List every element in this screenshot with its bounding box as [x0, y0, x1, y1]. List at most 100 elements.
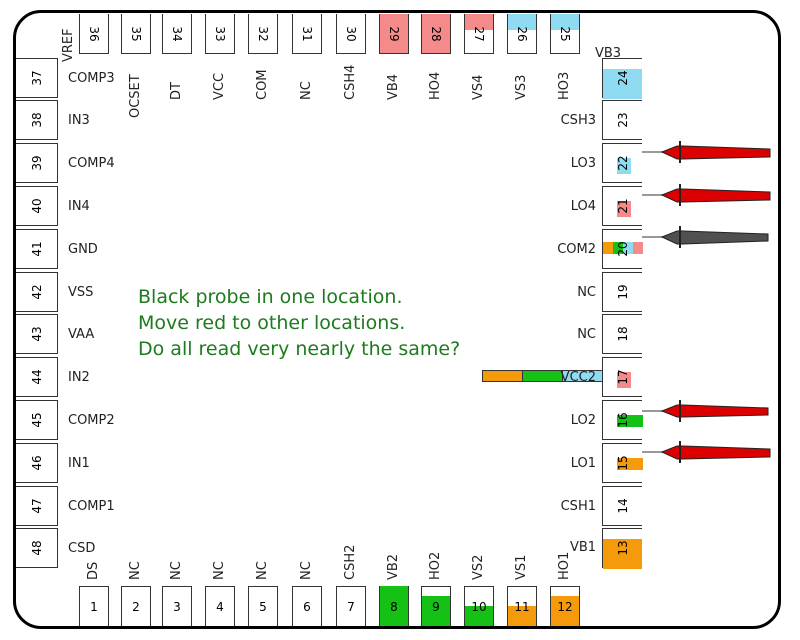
pin-fill-13 — [603, 539, 642, 569]
pin-number: 39 — [29, 155, 44, 171]
pin-label-3: NC — [169, 561, 184, 580]
pin-5[interactable]: 5 — [248, 586, 278, 626]
pin-label-10: VS2 — [471, 554, 486, 580]
instruction-line-2: Move red to other locations. — [138, 312, 406, 334]
pin-label-20: COM2 — [557, 242, 596, 257]
pin-4[interactable]: 4 — [205, 586, 235, 626]
pin-45[interactable]: 45 — [16, 400, 58, 440]
pin-15[interactable]: 15 — [602, 443, 643, 483]
pin-36[interactable]: 36 — [79, 14, 109, 54]
pin-37[interactable]: 37 — [16, 58, 58, 98]
pin-25[interactable]: 25 — [550, 14, 580, 54]
pin-19[interactable]: 19 — [602, 272, 642, 312]
pin-fill-20-green — [613, 242, 623, 254]
pin-label-40: IN4 — [68, 199, 90, 214]
pin-label-28: HO4 — [428, 71, 443, 100]
pin-6[interactable]: 6 — [292, 586, 322, 626]
pin-number: 29 — [387, 25, 401, 42]
pin-label-44: IN2 — [68, 370, 90, 385]
pin-number: 14 — [615, 498, 630, 514]
pin-2[interactable]: 2 — [121, 586, 151, 626]
pin-label-32: COM — [255, 69, 270, 100]
pin-fill-25 — [551, 14, 579, 30]
pin-label-43: VAA — [68, 327, 95, 342]
pin-1[interactable]: 1 — [79, 586, 109, 626]
pin-fill-29 — [380, 14, 408, 53]
pin-number: 7 — [347, 599, 355, 614]
pin-number: 27 — [472, 25, 486, 42]
pin-number: 43 — [29, 326, 44, 342]
instruction-line-1: Black probe in one location. — [138, 286, 403, 308]
pin-42[interactable]: 42 — [16, 272, 58, 312]
pin-label-19: NC — [577, 285, 596, 300]
pin-number: 1 — [90, 599, 98, 614]
pin-14[interactable]: 14 — [602, 486, 642, 526]
pin-label-14: CSH1 — [560, 499, 596, 514]
black-probe-com2[interactable] — [660, 226, 769, 248]
red-probe-lo1[interactable] — [660, 441, 771, 463]
pin-35[interactable]: 35 — [121, 14, 151, 54]
pin-16[interactable]: 16 — [602, 400, 643, 440]
pin-17[interactable]: 17 — [602, 357, 642, 397]
pin-12[interactable]: 12 — [550, 586, 580, 626]
pin-number: 3 — [173, 599, 181, 614]
pin-9[interactable]: 9 — [421, 586, 451, 626]
pin-number: 40 — [29, 198, 44, 214]
pin-label-42: VSS — [68, 285, 94, 300]
pin-33[interactable]: 33 — [205, 14, 235, 54]
pin-28[interactable]: 28 — [421, 14, 451, 54]
pin-fill-17 — [617, 372, 631, 388]
pin-34[interactable]: 34 — [162, 14, 192, 54]
pin-fill-20-red — [633, 242, 643, 254]
pin-46[interactable]: 46 — [16, 443, 58, 483]
pin-number: 25 — [558, 25, 572, 42]
red-probe-lo3[interactable] — [660, 141, 771, 163]
pin-27[interactable]: 27 — [464, 14, 494, 54]
pin-31[interactable]: 31 — [292, 14, 322, 54]
pin-13[interactable]: 13 — [602, 528, 642, 569]
pin-41[interactable]: 41 — [16, 229, 58, 269]
pin-44[interactable]: 44 — [16, 357, 58, 397]
pin-10[interactable]: 10 — [464, 586, 494, 626]
pin-11[interactable]: 11 — [507, 586, 537, 626]
pin-number: 17 — [615, 369, 630, 385]
pin-38[interactable]: 38 — [16, 100, 58, 140]
pin-26[interactable]: 26 — [507, 14, 537, 54]
pin-number: 45 — [29, 412, 44, 428]
pin-39[interactable]: 39 — [16, 143, 58, 183]
pin-fill-27 — [465, 14, 493, 30]
pin-number: 10 — [471, 599, 487, 614]
pin-label-6: NC — [299, 561, 314, 580]
pin-30[interactable]: 30 — [336, 14, 366, 54]
red-probe-lo4[interactable] — [660, 184, 771, 206]
pin-number: 46 — [29, 455, 44, 471]
pin-43[interactable]: 43 — [16, 314, 58, 354]
pin-label-23: CSH3 — [560, 113, 596, 128]
pin-label-7: CSH2 — [343, 544, 358, 580]
pin-23[interactable]: 23 — [602, 100, 642, 140]
pin-40[interactable]: 40 — [16, 186, 58, 226]
pin-number: 4 — [216, 599, 224, 614]
instruction-text: Black probe in one location. Move red to… — [138, 284, 460, 362]
pin-24[interactable]: 24 — [602, 58, 642, 99]
red-probe-lo2[interactable] — [660, 400, 769, 422]
pin-29[interactable]: 29 — [379, 14, 409, 54]
pin-number: 42 — [29, 284, 44, 300]
pin-8[interactable]: 8 — [379, 586, 409, 626]
pin-18[interactable]: 18 — [602, 314, 642, 354]
pin-fill-15 — [617, 458, 643, 470]
pin-label-26: VS3 — [514, 74, 529, 100]
pin-21[interactable]: 21 — [602, 186, 642, 226]
pin-label-18: NC — [577, 327, 596, 342]
pin-3[interactable]: 3 — [162, 586, 192, 626]
pin-48[interactable]: 48 — [16, 528, 58, 568]
pin-7[interactable]: 7 — [336, 586, 366, 626]
pin-number: 19 — [615, 284, 630, 300]
pin-fill-20-blue — [623, 242, 633, 254]
pin-47[interactable]: 47 — [16, 486, 58, 526]
pin-32[interactable]: 32 — [248, 14, 278, 54]
pin-22[interactable]: 22 — [602, 143, 642, 183]
pin-20[interactable]: 20 — [602, 229, 643, 269]
pin-label-46: IN1 — [68, 456, 90, 471]
